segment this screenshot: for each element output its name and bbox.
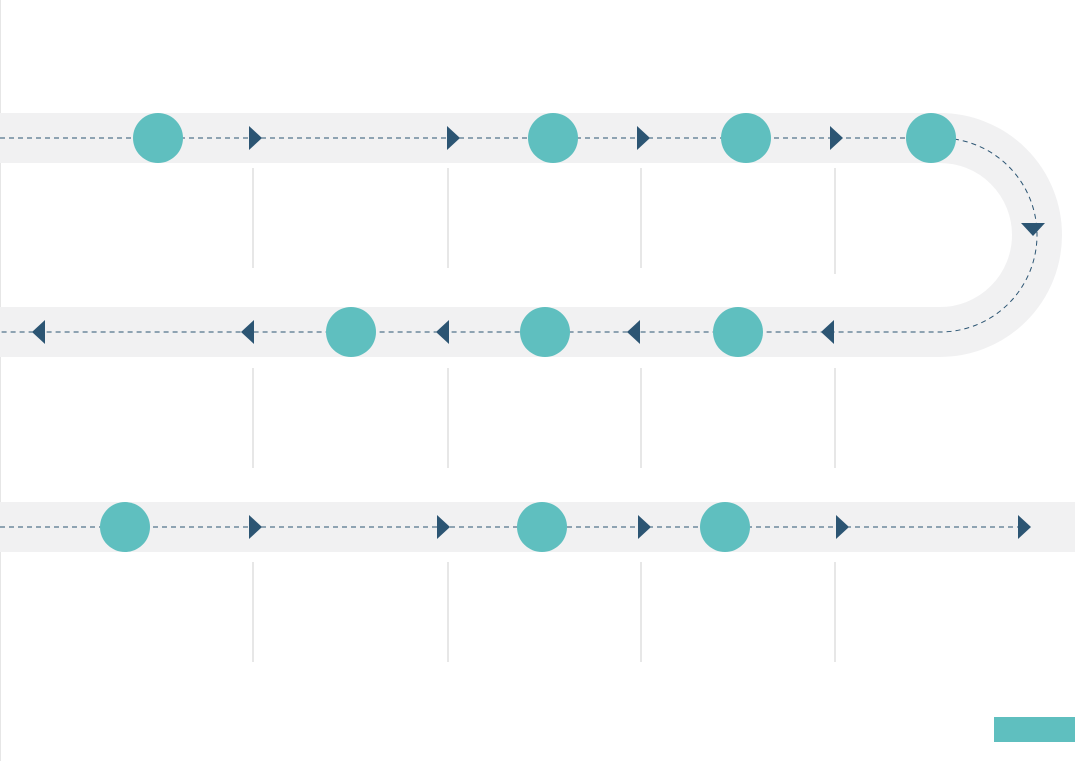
triangle-arrow-icon: [249, 126, 262, 150]
triangle-arrow-icon: [821, 320, 834, 344]
milestone-node: [528, 113, 578, 163]
timeline-direction-arrows: [32, 126, 1045, 539]
milestone-node: [100, 502, 150, 552]
milestone-node: [520, 307, 570, 357]
milestone-node: [133, 113, 183, 163]
milestone-node: [326, 307, 376, 357]
timeline-connector-lines: [252, 168, 836, 662]
milestone-node: [517, 502, 567, 552]
timeline-dashed-paths: [0, 137, 1038, 528]
milestone-node: [906, 113, 956, 163]
triangle-arrow-icon: [32, 320, 45, 344]
milestone-node: [713, 307, 763, 357]
triangle-arrow-icon: [637, 126, 650, 150]
triangle-arrow-icon: [447, 126, 460, 150]
track-row-1-turn-row-2: [0, 113, 1062, 357]
triangle-arrow-icon: [249, 515, 262, 539]
milestone-node: [721, 113, 771, 163]
triangle-arrow-icon: [437, 515, 450, 539]
milestone-node: [700, 502, 750, 552]
triangle-arrow-icon: [627, 320, 640, 344]
triangle-arrow-icon: [638, 515, 651, 539]
corner-accent-tab: [994, 717, 1075, 742]
triangle-arrow-icon: [836, 515, 849, 539]
triangle-arrow-icon: [241, 320, 254, 344]
timeline-milestones: [100, 113, 956, 552]
triangle-arrow-icon: [1021, 223, 1045, 236]
triangle-arrow-icon: [1018, 515, 1031, 539]
triangle-arrow-icon: [436, 320, 449, 344]
triangle-arrow-icon: [830, 126, 843, 150]
page-left-border: [0, 0, 1, 761]
dashed-path-row-1-2: [0, 137, 1038, 333]
